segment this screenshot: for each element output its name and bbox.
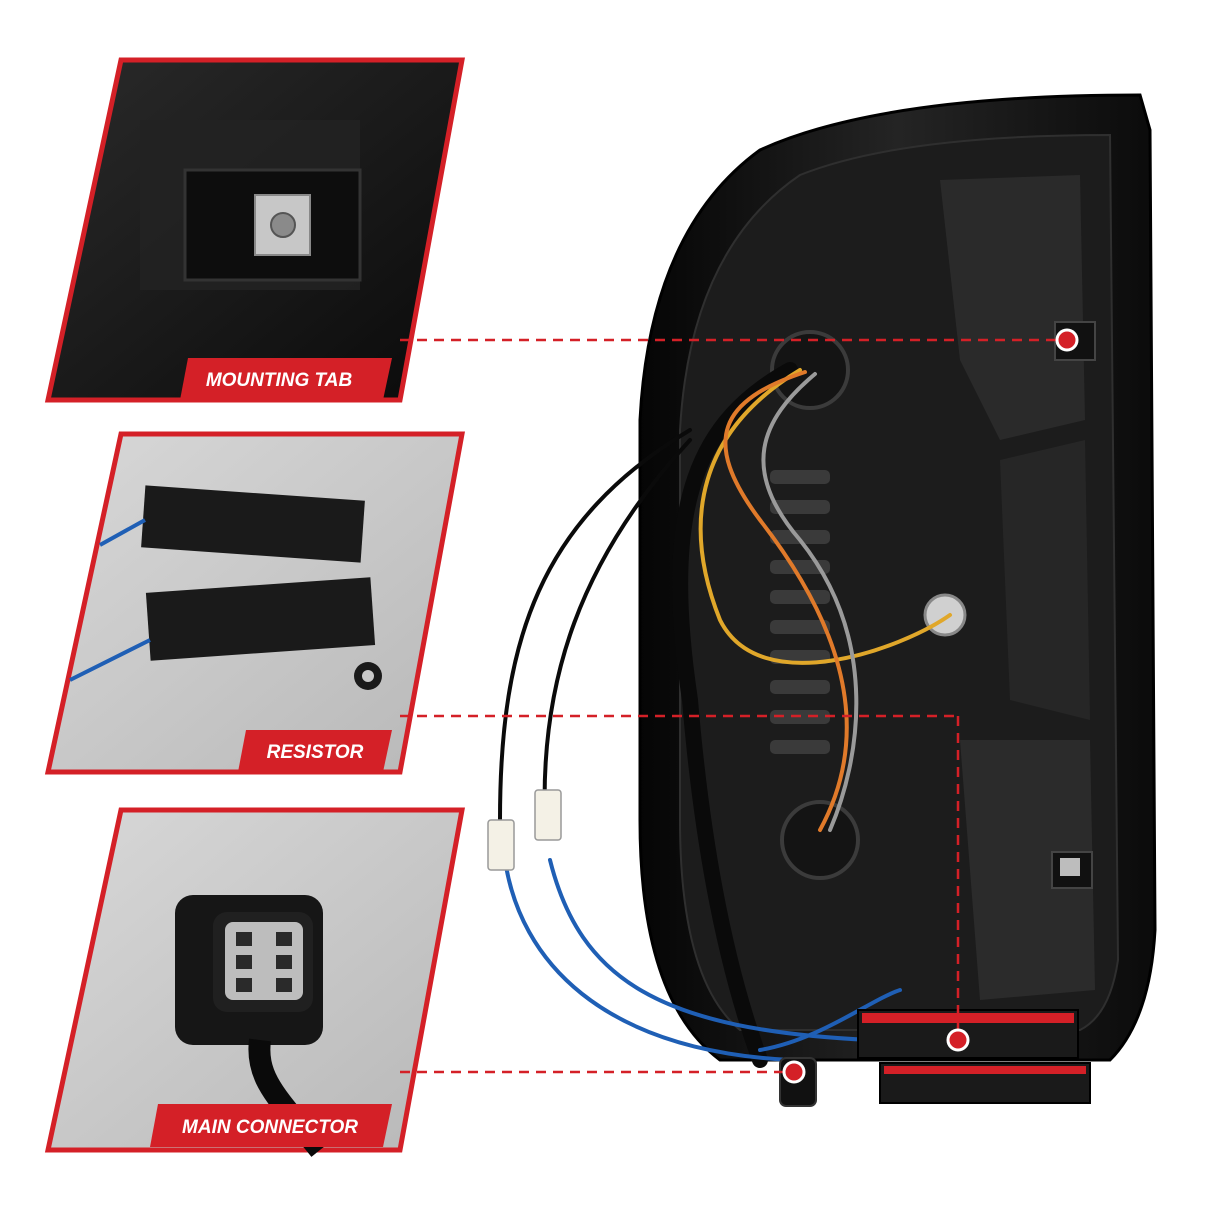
mounting-tab-label: MOUNTING TAB: [206, 370, 353, 391]
upper-socket: [770, 330, 850, 410]
middle-socket: [923, 593, 967, 637]
resistor-marker: [946, 1028, 970, 1052]
main-connector-marker: [782, 1060, 806, 1084]
main-connector-label: MAIN CONNECTOR: [182, 1117, 358, 1138]
panel-mounting-tab: MOUNTING TAB: [44, 57, 465, 403]
lower-socket: [780, 800, 860, 880]
mounting-tab-marker: [1055, 328, 1079, 352]
panel-main-connector: MAIN CONNECTOR: [44, 807, 465, 1157]
panel-resistor: RESISTOR: [44, 431, 466, 775]
tail-light-housing: [638, 93, 1157, 1062]
resistor-label: RESISTOR: [267, 742, 364, 763]
wiring-harness: [498, 362, 952, 1068]
